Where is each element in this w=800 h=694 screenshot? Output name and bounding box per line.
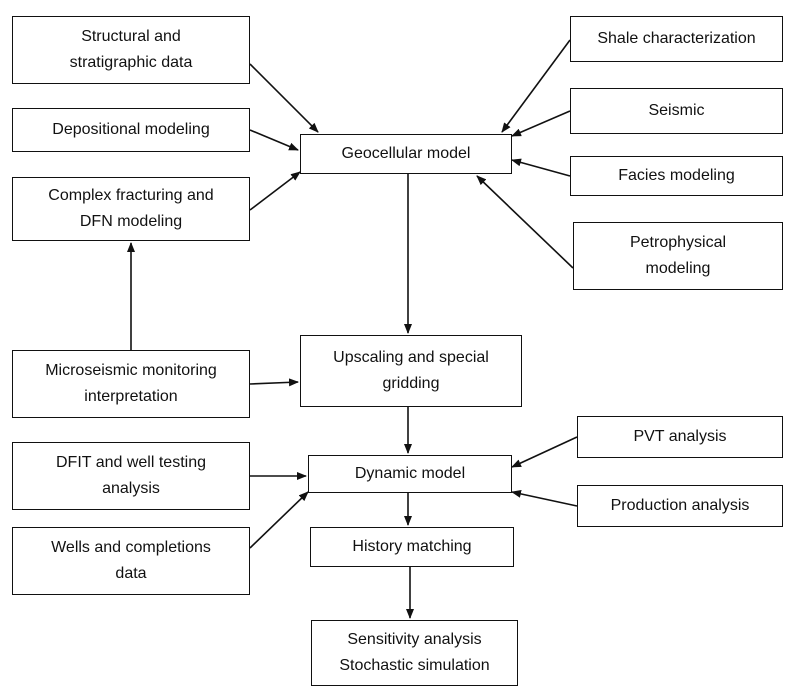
node-petrophysical-modeling: Petrophysical modeling xyxy=(573,222,783,290)
node-depositional-modeling: Depositional modeling xyxy=(12,108,250,152)
node-label: Complex fracturing and DFN modeling xyxy=(48,187,214,230)
arrow-petrophysical-to-geocellular xyxy=(476,175,574,269)
node-label: Dynamic model xyxy=(354,465,466,482)
node-label: Wells and completions data xyxy=(51,539,211,582)
node-label: Shale characterization xyxy=(597,30,756,47)
node-structural-stratigraphic-data: Structural and stratigraphic data xyxy=(12,16,250,84)
node-label: Depositional modeling xyxy=(52,121,210,138)
arrow-facies-to-geocellular xyxy=(511,158,571,177)
node-label: Production analysis xyxy=(610,497,750,514)
node-label: History matching xyxy=(352,538,472,555)
arrow-fracturing-to-geocellular xyxy=(249,171,301,211)
arrow-structural-to-geocellular xyxy=(249,63,319,133)
node-label: Sensitivity analysis Stochastic simulati… xyxy=(339,631,490,674)
node-dynamic-model: Dynamic model xyxy=(308,455,512,493)
node-geocellular-model: Geocellular model xyxy=(300,134,512,174)
node-complex-fracturing-dfn-modeling: Complex fracturing and DFN modeling xyxy=(12,177,250,241)
node-microseismic-monitoring-interpretation: Microseismic monitoring interpretation xyxy=(12,350,250,418)
arrow-pvt-to-dynamic xyxy=(511,436,578,468)
node-history-matching: History matching xyxy=(310,527,514,567)
arrow-wells-to-dynamic xyxy=(249,491,309,549)
node-wells-completions-data: Wells and completions data xyxy=(12,527,250,595)
node-pvt-analysis: PVT analysis xyxy=(577,416,783,458)
node-label: PVT analysis xyxy=(633,428,727,445)
node-label: DFIT and well testing analysis xyxy=(56,454,206,497)
arrow-seismic-to-geocellular xyxy=(511,110,571,137)
node-dfit-well-testing-analysis: DFIT and well testing analysis xyxy=(12,442,250,510)
node-label: Petrophysical modeling xyxy=(629,234,727,277)
node-label: Seismic xyxy=(648,102,705,119)
node-label: Microseismic monitoring interpretation xyxy=(45,362,217,405)
arrow-shale-to-geocellular xyxy=(501,39,571,133)
arrow-microseismic-to-upscaling xyxy=(249,378,299,387)
node-upscaling-special-gridding: Upscaling and special gridding xyxy=(300,335,522,407)
node-sensitivity-stochastic-simulation: Sensitivity analysis Stochastic simulati… xyxy=(311,620,518,686)
node-shale-characterization: Shale characterization xyxy=(570,16,783,62)
node-seismic: Seismic xyxy=(570,88,783,134)
node-facies-modeling: Facies modeling xyxy=(570,156,783,196)
arrow-production-to-dynamic xyxy=(511,489,578,507)
node-label: Facies modeling xyxy=(618,167,735,184)
node-production-analysis: Production analysis xyxy=(577,485,783,527)
arrow-depositional-to-geocellular xyxy=(249,129,299,151)
node-label: Structural and stratigraphic data xyxy=(69,28,193,71)
node-label: Upscaling and special gridding xyxy=(333,349,489,392)
node-label: Geocellular model xyxy=(341,145,471,162)
